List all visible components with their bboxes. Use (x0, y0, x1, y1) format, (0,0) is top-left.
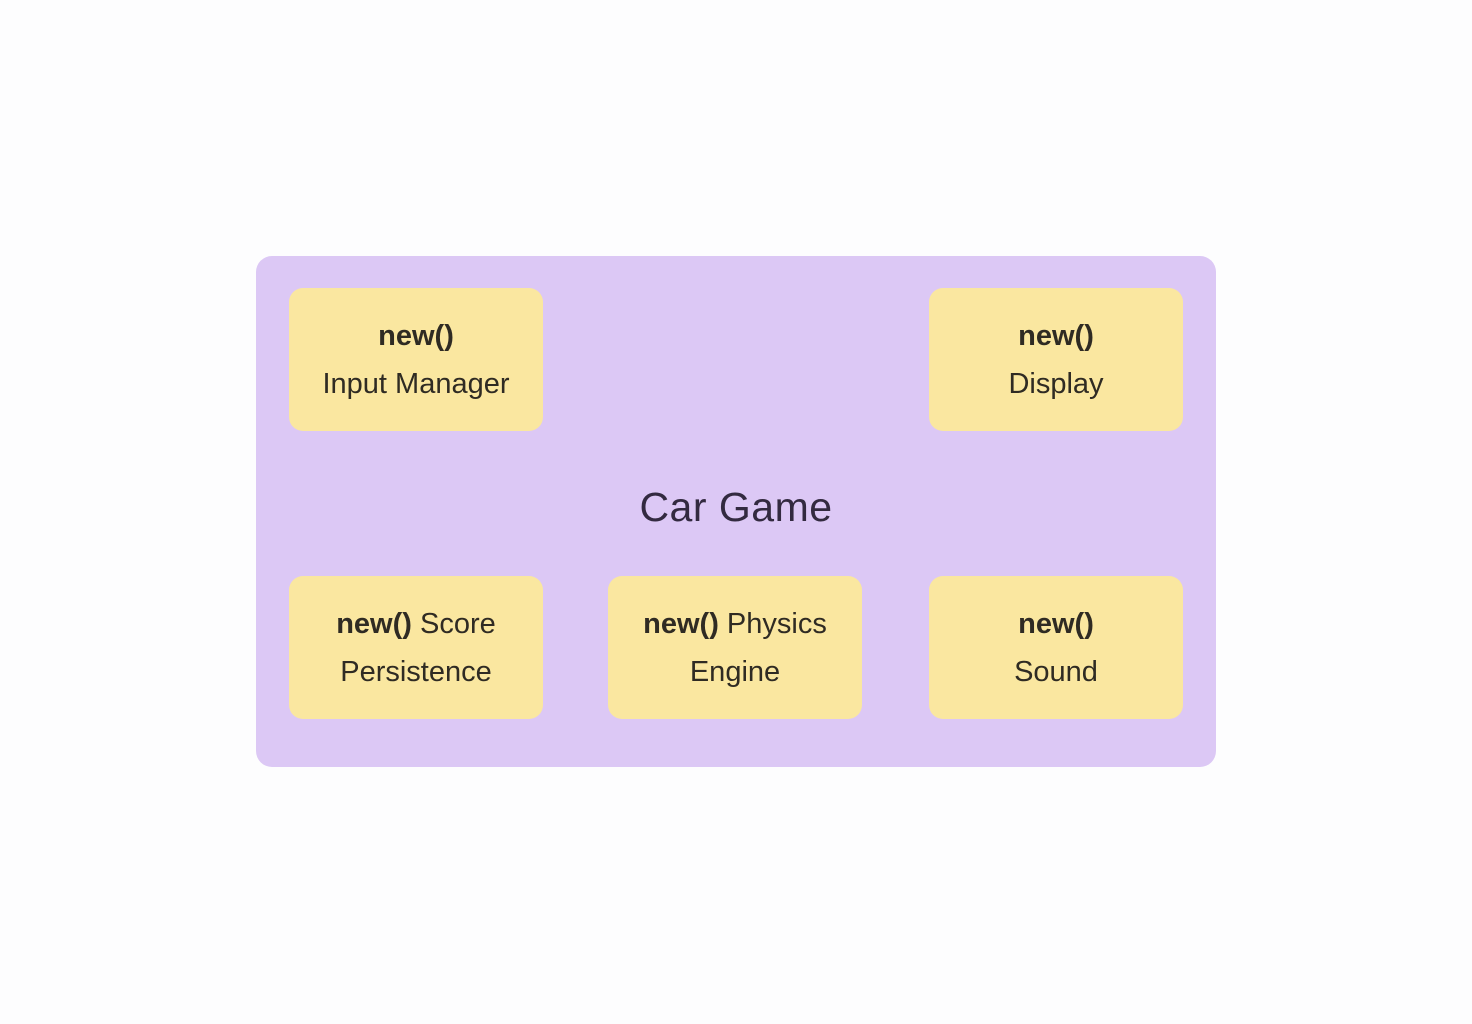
box-label: Sound (1014, 655, 1098, 688)
box-line: new() Physics (643, 600, 827, 648)
new-call-label: new() (1018, 319, 1094, 352)
box-line: new() (378, 312, 454, 360)
new-call-label: new() (1018, 607, 1094, 640)
car-game-container: Car Game new() Input Manager new() Displ… (256, 256, 1216, 767)
box-line: Display (1008, 360, 1103, 408)
new-call-label: new() (378, 319, 454, 352)
box-label: Persistence (340, 655, 492, 688)
box-line: Sound (1014, 648, 1098, 696)
box-line: new() (1018, 312, 1094, 360)
box-sound: new() Sound (929, 576, 1183, 719)
box-input-manager: new() Input Manager (289, 288, 543, 431)
box-label: Physics (718, 607, 827, 640)
box-display: new() Display (929, 288, 1183, 431)
box-physics-engine: new() Physics Engine (608, 576, 862, 719)
box-label: Score (411, 607, 496, 640)
new-call-label: new() (336, 607, 412, 640)
box-line: Persistence (340, 648, 492, 696)
box-line: Input Manager (322, 360, 509, 408)
box-label: Engine (689, 655, 781, 688)
box-line: new() Score (336, 600, 496, 648)
box-label: Input Manager (322, 367, 510, 400)
diagram-title: Car Game (639, 484, 833, 530)
new-call-label: new() (643, 607, 719, 640)
box-label: Display (1008, 367, 1104, 400)
box-line: Engine (690, 648, 780, 696)
box-score-persistence: new() Score Persistence (289, 576, 543, 719)
box-line: new() (1018, 600, 1094, 648)
